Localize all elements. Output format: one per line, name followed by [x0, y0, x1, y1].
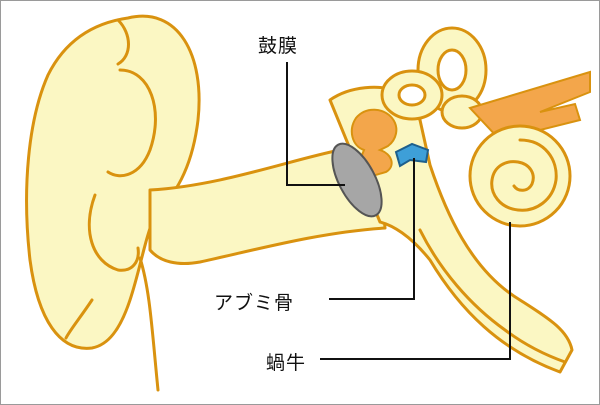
label-cochlea: 蝸牛: [266, 352, 307, 374]
canal-floor: [138, 256, 160, 392]
label-eardrum: 鼓膜: [258, 35, 299, 57]
auricle: [25, 14, 201, 350]
label-ossicles: アブミ骨: [214, 292, 295, 314]
stapes: [394, 142, 430, 168]
concha-fold: [87, 193, 140, 272]
semicircular-canals: [380, 26, 488, 130]
helix-fold: [116, 18, 130, 66]
leader-eardrum: [286, 62, 345, 186]
leader-ossicles: [329, 158, 415, 300]
cochlea: [468, 124, 572, 228]
leader-cochlea: [320, 222, 511, 360]
antihelix-fold: [106, 68, 157, 178]
ear-canal: [148, 143, 387, 265]
eardrum: [331, 142, 383, 218]
lobe-fold: [64, 298, 94, 340]
tube-line: [418, 228, 567, 364]
